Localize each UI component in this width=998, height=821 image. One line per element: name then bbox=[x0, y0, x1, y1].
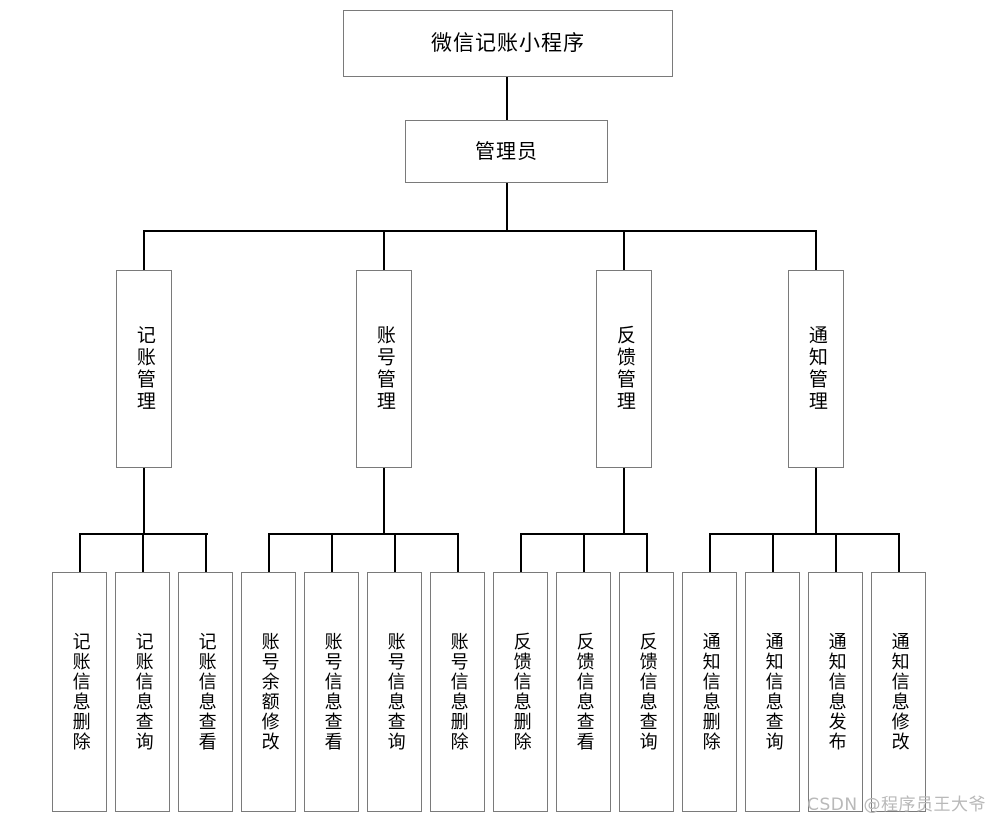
node-module-account[interactable]: 账号管理 bbox=[356, 270, 412, 468]
node-root[interactable]: 微信记账小程序 bbox=[343, 10, 673, 77]
connector-notice-stem bbox=[815, 468, 817, 534]
node-leaf-1[interactable]: 记账信息删除 bbox=[52, 572, 107, 812]
node-leaf-5[interactable]: 账号信息查看 bbox=[304, 572, 359, 812]
connector-bus-to-account bbox=[383, 230, 385, 270]
node-leaf-6[interactable]: 账号信息查询 bbox=[367, 572, 422, 812]
connector-account-drop-1 bbox=[268, 533, 270, 572]
node-module-bookkeeping[interactable]: 记账管理 bbox=[116, 270, 172, 468]
connector-feedback-drop-3 bbox=[646, 533, 648, 572]
node-leaf-13[interactable]: 通知信息发布 bbox=[808, 572, 863, 812]
node-module-notice-label: 通知管理 bbox=[805, 325, 828, 413]
node-leaf-3[interactable]: 记账信息查看 bbox=[178, 572, 233, 812]
node-leaf-6-label: 账号信息查询 bbox=[384, 632, 406, 752]
connector-bus-to-feedback bbox=[623, 230, 625, 270]
connector-bookkeeping-drop-1 bbox=[79, 533, 81, 572]
node-leaf-8-label: 反馈信息删除 bbox=[510, 632, 532, 752]
connector-feedback-stem bbox=[623, 468, 625, 534]
node-leaf-14-label: 通知信息修改 bbox=[888, 632, 910, 752]
node-leaf-2-label: 记账信息查询 bbox=[132, 632, 154, 752]
node-leaf-9-label: 反馈信息查看 bbox=[573, 632, 595, 752]
connector-notice-drop-4 bbox=[898, 533, 900, 572]
connector-account-stem bbox=[383, 468, 385, 534]
connector-bus-to-notice bbox=[815, 230, 817, 270]
node-leaf-1-label: 记账信息删除 bbox=[69, 632, 91, 752]
node-leaf-13-label: 通知信息发布 bbox=[825, 632, 847, 752]
node-leaf-7[interactable]: 账号信息删除 bbox=[430, 572, 485, 812]
node-admin[interactable]: 管理员 bbox=[405, 120, 608, 183]
connector-feedback-drop-2 bbox=[583, 533, 585, 572]
connector-bookkeeping-drop-3 bbox=[205, 533, 207, 572]
node-leaf-7-label: 账号信息删除 bbox=[447, 632, 469, 752]
connector-bookkeeping-drop-2 bbox=[142, 533, 144, 572]
node-admin-label: 管理员 bbox=[475, 138, 538, 163]
connector-notice-drop-1 bbox=[709, 533, 711, 572]
node-module-feedback[interactable]: 反馈管理 bbox=[596, 270, 652, 468]
node-leaf-14[interactable]: 通知信息修改 bbox=[871, 572, 926, 812]
connector-notice-drop-3 bbox=[835, 533, 837, 572]
node-leaf-8[interactable]: 反馈信息删除 bbox=[493, 572, 548, 812]
node-leaf-12[interactable]: 通知信息查询 bbox=[745, 572, 800, 812]
node-leaf-4[interactable]: 账号余额修改 bbox=[241, 572, 296, 812]
connector-level2-bus bbox=[143, 230, 817, 232]
connector-account-drop-3 bbox=[394, 533, 396, 572]
connector-account-drop-4 bbox=[457, 533, 459, 572]
node-leaf-10-label: 反馈信息查询 bbox=[636, 632, 658, 752]
node-leaf-9[interactable]: 反馈信息查看 bbox=[556, 572, 611, 812]
connector-notice-bus bbox=[709, 533, 899, 535]
node-leaf-12-label: 通知信息查询 bbox=[762, 632, 784, 752]
connector-admin-stem bbox=[506, 183, 508, 231]
connector-root-to-admin bbox=[506, 77, 508, 120]
node-module-account-label: 账号管理 bbox=[373, 325, 396, 413]
node-root-label: 微信记账小程序 bbox=[431, 31, 585, 56]
node-module-notice[interactable]: 通知管理 bbox=[788, 270, 844, 468]
node-module-bookkeeping-label: 记账管理 bbox=[133, 325, 156, 413]
node-leaf-2[interactable]: 记账信息查询 bbox=[115, 572, 170, 812]
node-leaf-5-label: 账号信息查看 bbox=[321, 632, 343, 752]
connector-notice-drop-2 bbox=[772, 533, 774, 572]
connector-bookkeeping-stem bbox=[143, 468, 145, 534]
node-leaf-11[interactable]: 通知信息删除 bbox=[682, 572, 737, 812]
connector-feedback-drop-1 bbox=[520, 533, 522, 572]
node-leaf-10[interactable]: 反馈信息查询 bbox=[619, 572, 674, 812]
node-module-feedback-label: 反馈管理 bbox=[613, 325, 636, 413]
node-leaf-3-label: 记账信息查看 bbox=[195, 632, 217, 752]
connector-bus-to-bookkeeping bbox=[143, 230, 145, 270]
node-leaf-4-label: 账号余额修改 bbox=[258, 632, 280, 752]
node-leaf-11-label: 通知信息删除 bbox=[699, 632, 721, 752]
connector-account-bus bbox=[268, 533, 458, 535]
connector-account-drop-2 bbox=[331, 533, 333, 572]
